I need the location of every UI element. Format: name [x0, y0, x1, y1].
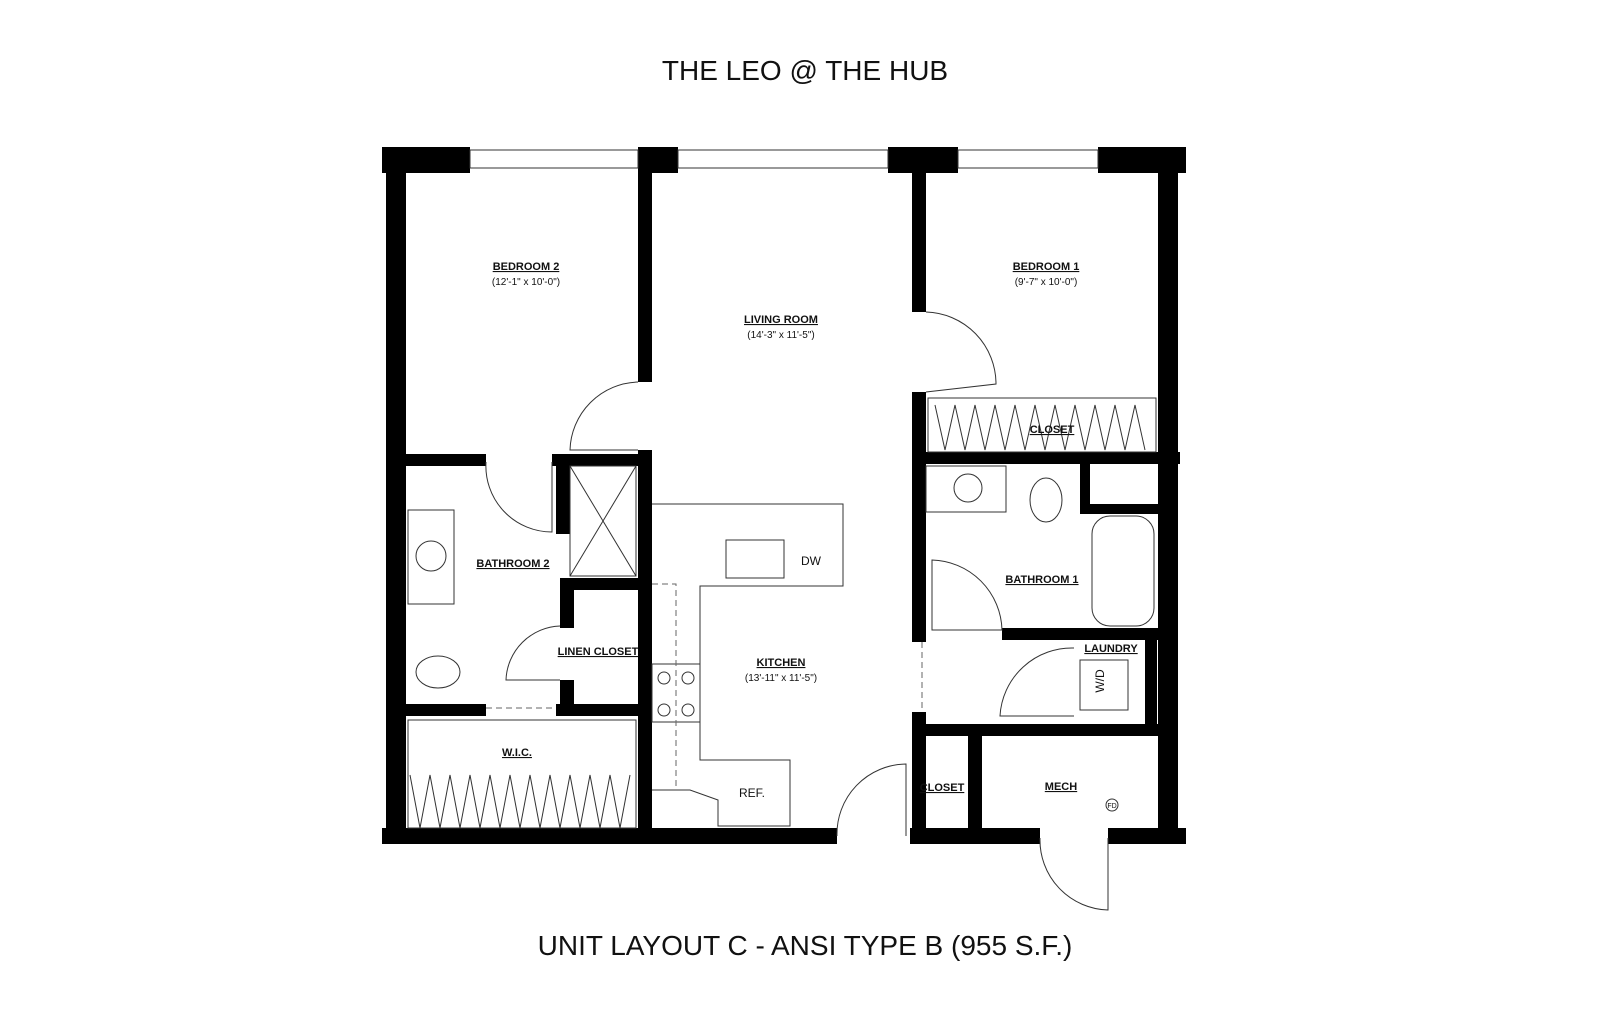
room-kitchen: KITCHEN: [757, 657, 806, 669]
kitchen-counter: [652, 503, 844, 827]
refrigerator-label: REF.: [739, 786, 765, 800]
room-bedroom-2: BEDROOM 2: [493, 261, 560, 273]
room-linen-closet: LINEN CLOSET: [558, 646, 639, 658]
room-closet-entry: CLOSET: [920, 782, 965, 794]
vanity-bath1: [925, 465, 1007, 513]
kitchen-sink: [725, 539, 785, 579]
floor-drain-label: FD: [1107, 803, 1116, 810]
plan-title: THE LEO @ THE HUB: [662, 55, 948, 86]
doors: [485, 311, 1109, 911]
room-bathroom-2: BATHROOM 2: [476, 558, 549, 570]
room-living: LIVING ROOM: [744, 314, 818, 326]
room-labels: BEDROOM 2 (12'-1" x 10'-0") BEDROOM 1 (9…: [476, 261, 1138, 810]
bedroom-1-dimensions: (9'-7" x 10'-0"): [1015, 277, 1078, 288]
bathtub: [1091, 515, 1155, 627]
room-wic: W.I.C.: [502, 747, 532, 759]
plan-subtitle: UNIT LAYOUT C - ANSI TYPE B (955 S.F.): [538, 930, 1073, 961]
kitchen-dimensions: (13'-11" x 11'-5"): [745, 673, 817, 684]
room-bedroom-1: BEDROOM 1: [1013, 261, 1080, 273]
shower: [569, 465, 637, 577]
washer-dryer: [1079, 659, 1129, 711]
wic-shelving: [407, 719, 637, 829]
dishwasher-label: DW: [801, 554, 822, 568]
living-dimensions: (14'-3" x 11'-5"): [747, 330, 814, 341]
room-bathroom-1: BATHROOM 1: [1005, 574, 1078, 586]
bedroom-2-dimensions: (12'-1" x 10'-0"): [492, 277, 560, 288]
floor-drain: [1105, 798, 1119, 812]
closet-shelving: [927, 397, 1157, 453]
washer-dryer-label: W/D: [1093, 669, 1107, 693]
walls: [382, 147, 1186, 844]
toilet-bath1: [1029, 477, 1063, 523]
vanity-bath2: [407, 509, 455, 605]
fixtures: [407, 397, 1157, 829]
room-closet-bedroom-1: CLOSET: [1030, 424, 1075, 436]
room-mech: MECH: [1045, 781, 1077, 793]
toilet-bath2: [415, 655, 461, 689]
room-laundry: LAUNDRY: [1084, 643, 1138, 655]
